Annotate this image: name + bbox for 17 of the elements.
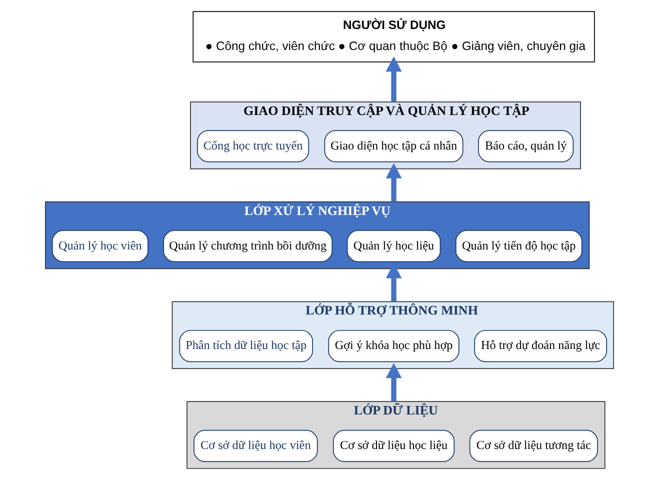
node-box: Cổng học trực tuyến (197, 130, 310, 162)
arrow (386, 363, 402, 402)
arrow (386, 56, 402, 102)
node-box: Cơ sở dữ liệu tương tác (469, 430, 598, 462)
node-box: Gợi ý khóa học phù hợp (328, 330, 460, 362)
node-box: Quản lý học viên (52, 230, 148, 262)
node-box: Giao diện học tập cá nhân (324, 130, 464, 162)
node-box: Quản lý chương trình bồi dưỡng (163, 230, 333, 262)
node-box: Báo cáo, quản lý (478, 130, 574, 162)
node-box: Cơ sở dữ liệu học viên (194, 430, 318, 462)
node-box: NGƯỜI SỬ DỤNG ● Công chức, viên chức ● Cơ quan thuộc Bộ ● Giảng viên, chuyên gia (192, 11, 595, 62)
node-box: Hỗ trợ dự đoán năng lực (474, 330, 608, 362)
node-box: Cơ sở dữ liệu học liệu (332, 430, 455, 462)
node-box: Phân tích dữ liệu học tập (179, 330, 313, 362)
node-box: Quản lý tiến độ học tập (455, 230, 582, 262)
arrow (386, 163, 402, 202)
node-box: Quản lý học liệu (346, 230, 441, 262)
